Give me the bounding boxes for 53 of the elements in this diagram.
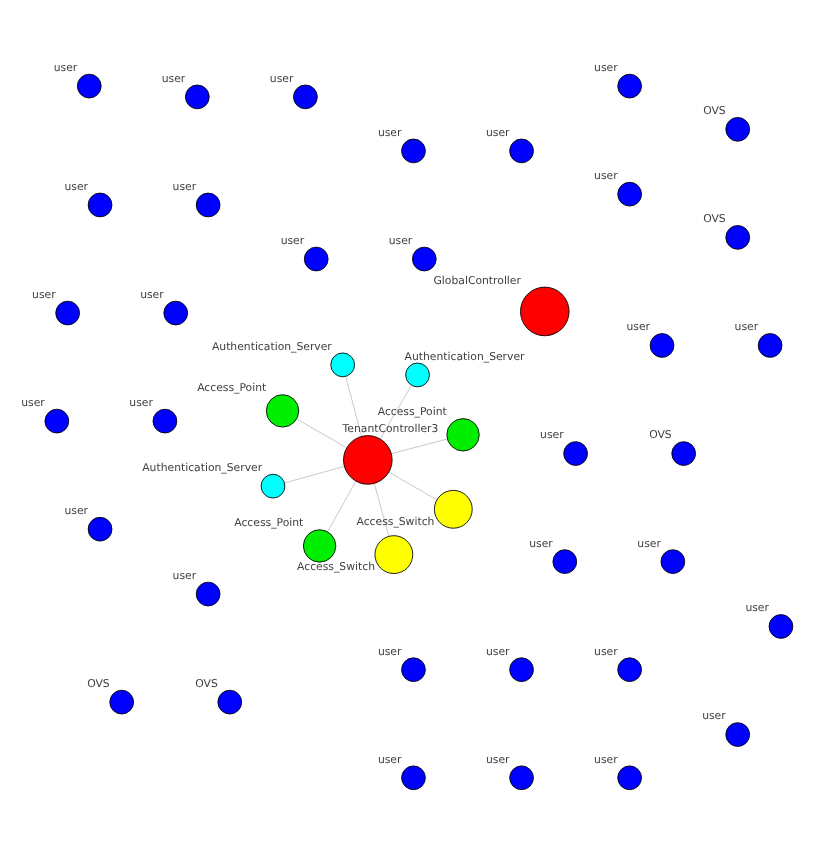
connector [327,479,357,532]
node-circle [293,83,318,109]
node-circle [617,180,642,206]
node-circle [76,72,102,98]
node-circle [217,688,243,714]
node-circle [520,285,570,336]
node-circle [195,191,221,217]
node-circle [433,488,473,528]
connector [379,384,412,439]
node-circle [405,361,430,387]
node-circle [768,613,794,638]
connector [345,375,362,436]
node-circle [163,299,189,325]
node-circle [302,528,337,562]
node-circle [87,515,113,541]
node-circle [649,332,675,357]
node-circle [757,332,783,357]
node-circle [87,191,113,217]
node-circle [660,548,686,573]
node-circle [260,472,286,498]
node-circle [617,764,642,790]
node-circle [303,245,329,271]
connector [296,417,347,447]
node-circle [411,245,437,271]
node-circle [563,440,588,465]
connector [284,464,345,483]
connector [373,482,390,536]
node-circle [343,434,393,484]
node-circle [401,137,426,163]
node-circle [617,656,642,682]
node-circle [446,417,480,451]
node-circle [265,393,300,427]
node-circle [617,72,642,98]
node-circle [725,116,751,141]
connector [388,470,438,500]
node-circle [509,764,534,790]
node-circle [185,83,210,109]
node-circle [195,580,221,606]
node-circle [109,688,134,714]
node-circle [44,407,70,433]
node-circle [725,721,751,746]
node-circle [509,656,534,682]
node-circle [55,299,80,325]
node-circle [552,548,578,573]
node-circle [401,656,426,682]
connector [390,437,448,454]
node-circle [725,224,751,249]
node-circle [374,534,414,573]
node-circle [509,137,534,163]
node-circle [671,440,696,465]
node-circle [330,351,355,377]
node-circle [152,407,178,433]
node-circle [401,764,426,790]
